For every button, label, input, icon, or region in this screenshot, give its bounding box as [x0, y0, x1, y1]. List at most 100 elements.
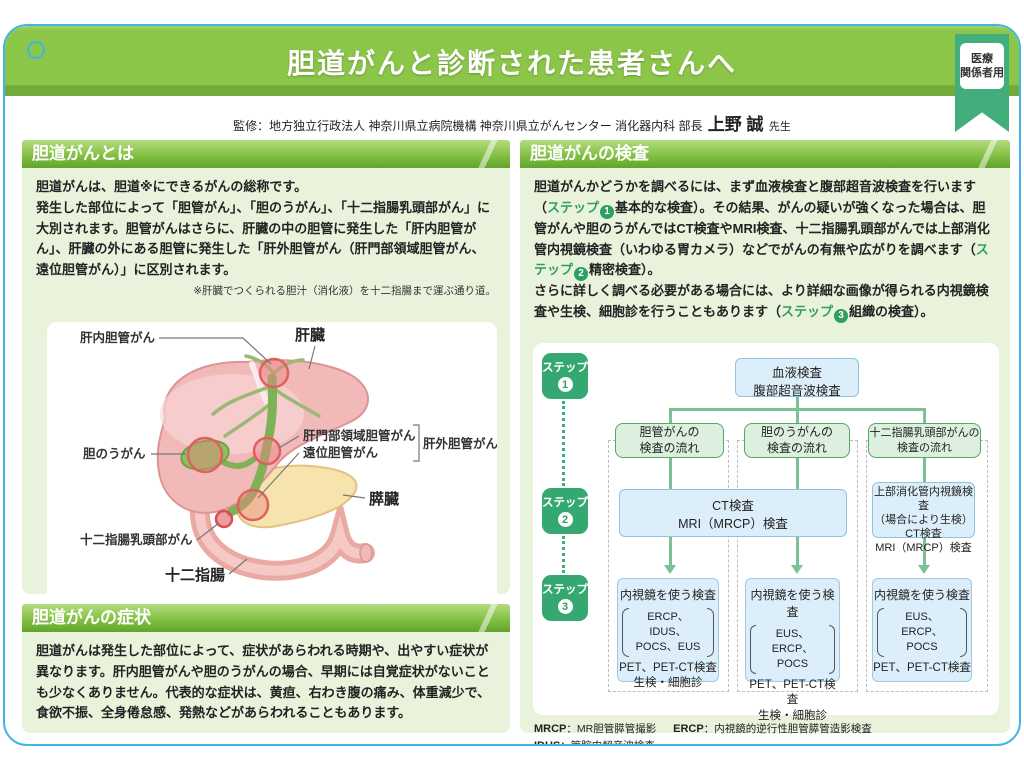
leaflet-sheet: 胆道がんと診断された患者さんへ 医療 関係者用 監修：地方独立行政法人 神奈川県… — [3, 24, 1021, 746]
flow-top-line1: 血液検査 — [771, 366, 822, 380]
step2-main-line1: CT検査 — [712, 499, 754, 513]
label-liver: 肝臓 — [295, 326, 325, 344]
common-bile-duct — [226, 373, 278, 517]
flow-top-box: 血液検査 腹部超音波検査 — [735, 358, 859, 399]
abbreviation-legend: MRCP：MR胆管膵管撮影 ERCP：内視鏡的逆行性胆管膵管造影検査 IDUS：… — [534, 721, 1010, 744]
exam-step2-label: ステップ — [534, 241, 989, 278]
step3-col3-box: 内視鏡を使う検査 EUS、ERCP、 POCS PET、PET-CT検査 — [872, 578, 972, 682]
about-footnote: ※肝臓でつくられる胆汁（消化液）を十二指腸まで運ぶ通り道。 — [193, 284, 496, 297]
legend-item-mrcp: MRCP：MR胆管膵管撮影 — [534, 723, 656, 735]
flow-top-line2: 腹部超音波検査 — [753, 384, 841, 399]
paren-line2: POCS — [906, 640, 938, 653]
credit-label: 監修：地方独立行政法人 神奈川県立病院機構 神奈川県立がんセンター 消化器内科 … — [233, 119, 703, 133]
column2-header-line1: 胆のうがんの — [760, 424, 833, 439]
section-exam-title: 胆道がんの検査 — [520, 140, 1010, 168]
column3-header-line1: 十二指腸乳頭部がんの — [869, 427, 980, 440]
column2-header-box: 胆のうがんの 検査の流れ — [744, 423, 850, 458]
legend-row1: MRCP：MR胆管膵管撮影 ERCP：内視鏡的逆行性胆管膵管造影検査 IDUS：… — [534, 721, 1010, 744]
label-distal: 遠位胆管がん — [303, 445, 379, 460]
label-extrahepatic: 肝外胆管がん — [423, 436, 497, 451]
exam-step3-number: 3 — [834, 309, 849, 324]
section-about-body: 胆道がんは、胆道※にできるがんの総称です。 発生した部位によって「胆管がん」、「… — [22, 168, 510, 605]
label-pancreas: 膵臓 — [369, 490, 399, 508]
legend-abbr: ERCP — [673, 723, 704, 735]
legend-desc: ：MR胆管膵管撮影 — [566, 723, 657, 735]
leader-lines — [151, 337, 420, 575]
page-title: 胆道がんと診断された患者さんへ — [286, 48, 737, 79]
step2-col3-box: 上部消化管内視鏡検査 （場合により生検） CT検査 MRI（MRCP）検査 — [872, 482, 975, 554]
paren-line1: ERCP、IDUS、 — [647, 611, 689, 638]
step3-col3-paren: EUS、ERCP、 POCS — [877, 608, 967, 657]
step2-col3-line1: 上部消化管内視鏡検査 — [874, 486, 973, 512]
legend-abbr: MRCP — [534, 723, 567, 735]
connector — [923, 408, 926, 424]
about-paragraph: 胆道がんは、胆道※にできるがんの総称です。 発生した部位によって「胆管がん」、「… — [22, 168, 510, 281]
section-about: 胆道がんとは 胆道がんは、胆道※にできるがんの総称です。 発生した部位によって「… — [22, 140, 510, 605]
step1-badge: ステップ 1 — [542, 353, 588, 399]
gallbladder-shape — [180, 439, 230, 471]
step3-col2-extra1: PET、PET-CT検査 — [749, 678, 836, 707]
step3-badge-label: ステップ — [542, 584, 588, 596]
papilla-cancer-marker — [214, 509, 234, 529]
connector — [669, 408, 672, 424]
paren-right — [828, 625, 835, 674]
paren-left — [750, 625, 757, 674]
step2-badge-number: 2 — [557, 512, 573, 527]
exam-step3-label: ステップ — [781, 304, 834, 320]
connector — [796, 397, 799, 410]
legend-item-ercp: ERCP：内視鏡的逆行性胆管膵管造影検査 — [673, 723, 872, 735]
step1-badge-number: 1 — [557, 377, 573, 392]
step2-main-box: CT検査 MRI（MRCP）検査 — [619, 489, 847, 537]
connector — [796, 458, 799, 489]
header-band: 胆道がんと診断された患者さんへ — [5, 26, 1019, 96]
arrow-down-icon — [791, 537, 803, 574]
exam-seg2: 基本的な検査）。その結果、がんの疑いが強くなった場合は、胆管がんや胆のうがんでは… — [534, 199, 990, 257]
paren-right — [960, 608, 967, 657]
step3-col1-box: 内視鏡を使う検査 ERCP、IDUS、 POCS、EUS PET、PET-CT検… — [617, 578, 719, 689]
anatomy-illustration: 肝内胆管がん 肝臓 胆のうがん 肝門部領域胆管がん 遠位胆管がん 肝外胆管がん … — [80, 326, 497, 584]
paren-left — [877, 608, 884, 657]
liver-highlight — [160, 374, 304, 454]
step3-col3-extra1: PET、PET-CT検査 — [873, 661, 971, 674]
step1-badge-label: ステップ — [542, 362, 588, 374]
step2-main-line2: MRI（MRCP）検査 — [678, 517, 788, 532]
ribbon-line1: 医療 — [971, 52, 993, 65]
legend-abbr: IDUS — [534, 740, 560, 744]
legend-desc: ：管腔内超音波検査 — [560, 740, 655, 744]
section-symptoms-title: 胆道がんの症状 — [22, 604, 510, 632]
section-exam: 胆道がんの検査 胆道がんかどうかを調べるには、まず血液検査と腹部超音波検査を行い… — [520, 140, 1010, 744]
step3-col1-paren-text: ERCP、IDUS、 POCS、EUS — [629, 608, 708, 657]
step3-col3-paren-text: EUS、ERCP、 POCS — [884, 608, 961, 657]
arrow-down-icon — [664, 537, 676, 574]
legend-desc: ：内視鏡的逆行性胆管膵管造影検査 — [703, 723, 872, 735]
supervisor-honorific: 先生 — [768, 121, 791, 133]
symptoms-paragraph: 胆道がんは発生した部位によって、症状があらわれる時期や、出やすい症状が異なります… — [36, 643, 491, 721]
distal-cancer-marker — [236, 488, 270, 522]
about-rest: 発生した部位によって「胆管がん」、「胆のうがん」、「十二指腸乳頭部がん」に大別さ… — [36, 199, 490, 278]
column1-header-line1: 胆管がんの — [639, 424, 700, 439]
step3-col2-extra2: 生検・細胞診 — [758, 709, 827, 722]
step-dotted-line-2 — [562, 536, 565, 573]
exam-seg1: 胆道がんかどうかを調べるには、まず血液検査と腹部超音波検査を行います（ — [534, 179, 977, 215]
audience-ribbon-label: 医療 関係者用 — [960, 43, 1004, 89]
hilar-cancer-marker — [252, 436, 282, 466]
step3-col3-title: 内視鏡を使う検査 — [873, 588, 970, 602]
column3-header-line2: 検査の流れ — [897, 441, 952, 454]
section-symptoms-body: 胆道がんは発生した部位によって、症状があらわれる時期や、出やすい症状が異なります… — [22, 632, 510, 733]
section-symptoms: 胆道がんの症状 胆道がんは発生した部位によって、症状があらわれる時期や、出やすい… — [22, 604, 510, 733]
step-dotted-line-1 — [562, 401, 565, 486]
step3-col1-title: 内視鏡を使う検査 — [619, 588, 716, 602]
label-papilla: 十二指腸乳頭部がん — [80, 532, 193, 547]
exam-step1-number: 1 — [600, 204, 615, 219]
exam-step2-number: 2 — [574, 267, 589, 282]
exam-step1-label: ステップ — [547, 199, 600, 215]
connector — [796, 408, 799, 424]
step3-col2-box: 内視鏡を使う検査 EUS、ERCP、 POCS PET、PET-CT検査 生検・… — [745, 578, 840, 722]
step2-col3-line4: MRI（MRCP）検査 — [875, 541, 972, 554]
duodenum-highlight — [194, 467, 370, 576]
step2-badge-label: ステップ — [542, 497, 588, 509]
step3-badge: ステップ 3 — [542, 575, 588, 621]
bile-duct-branches — [211, 354, 321, 438]
